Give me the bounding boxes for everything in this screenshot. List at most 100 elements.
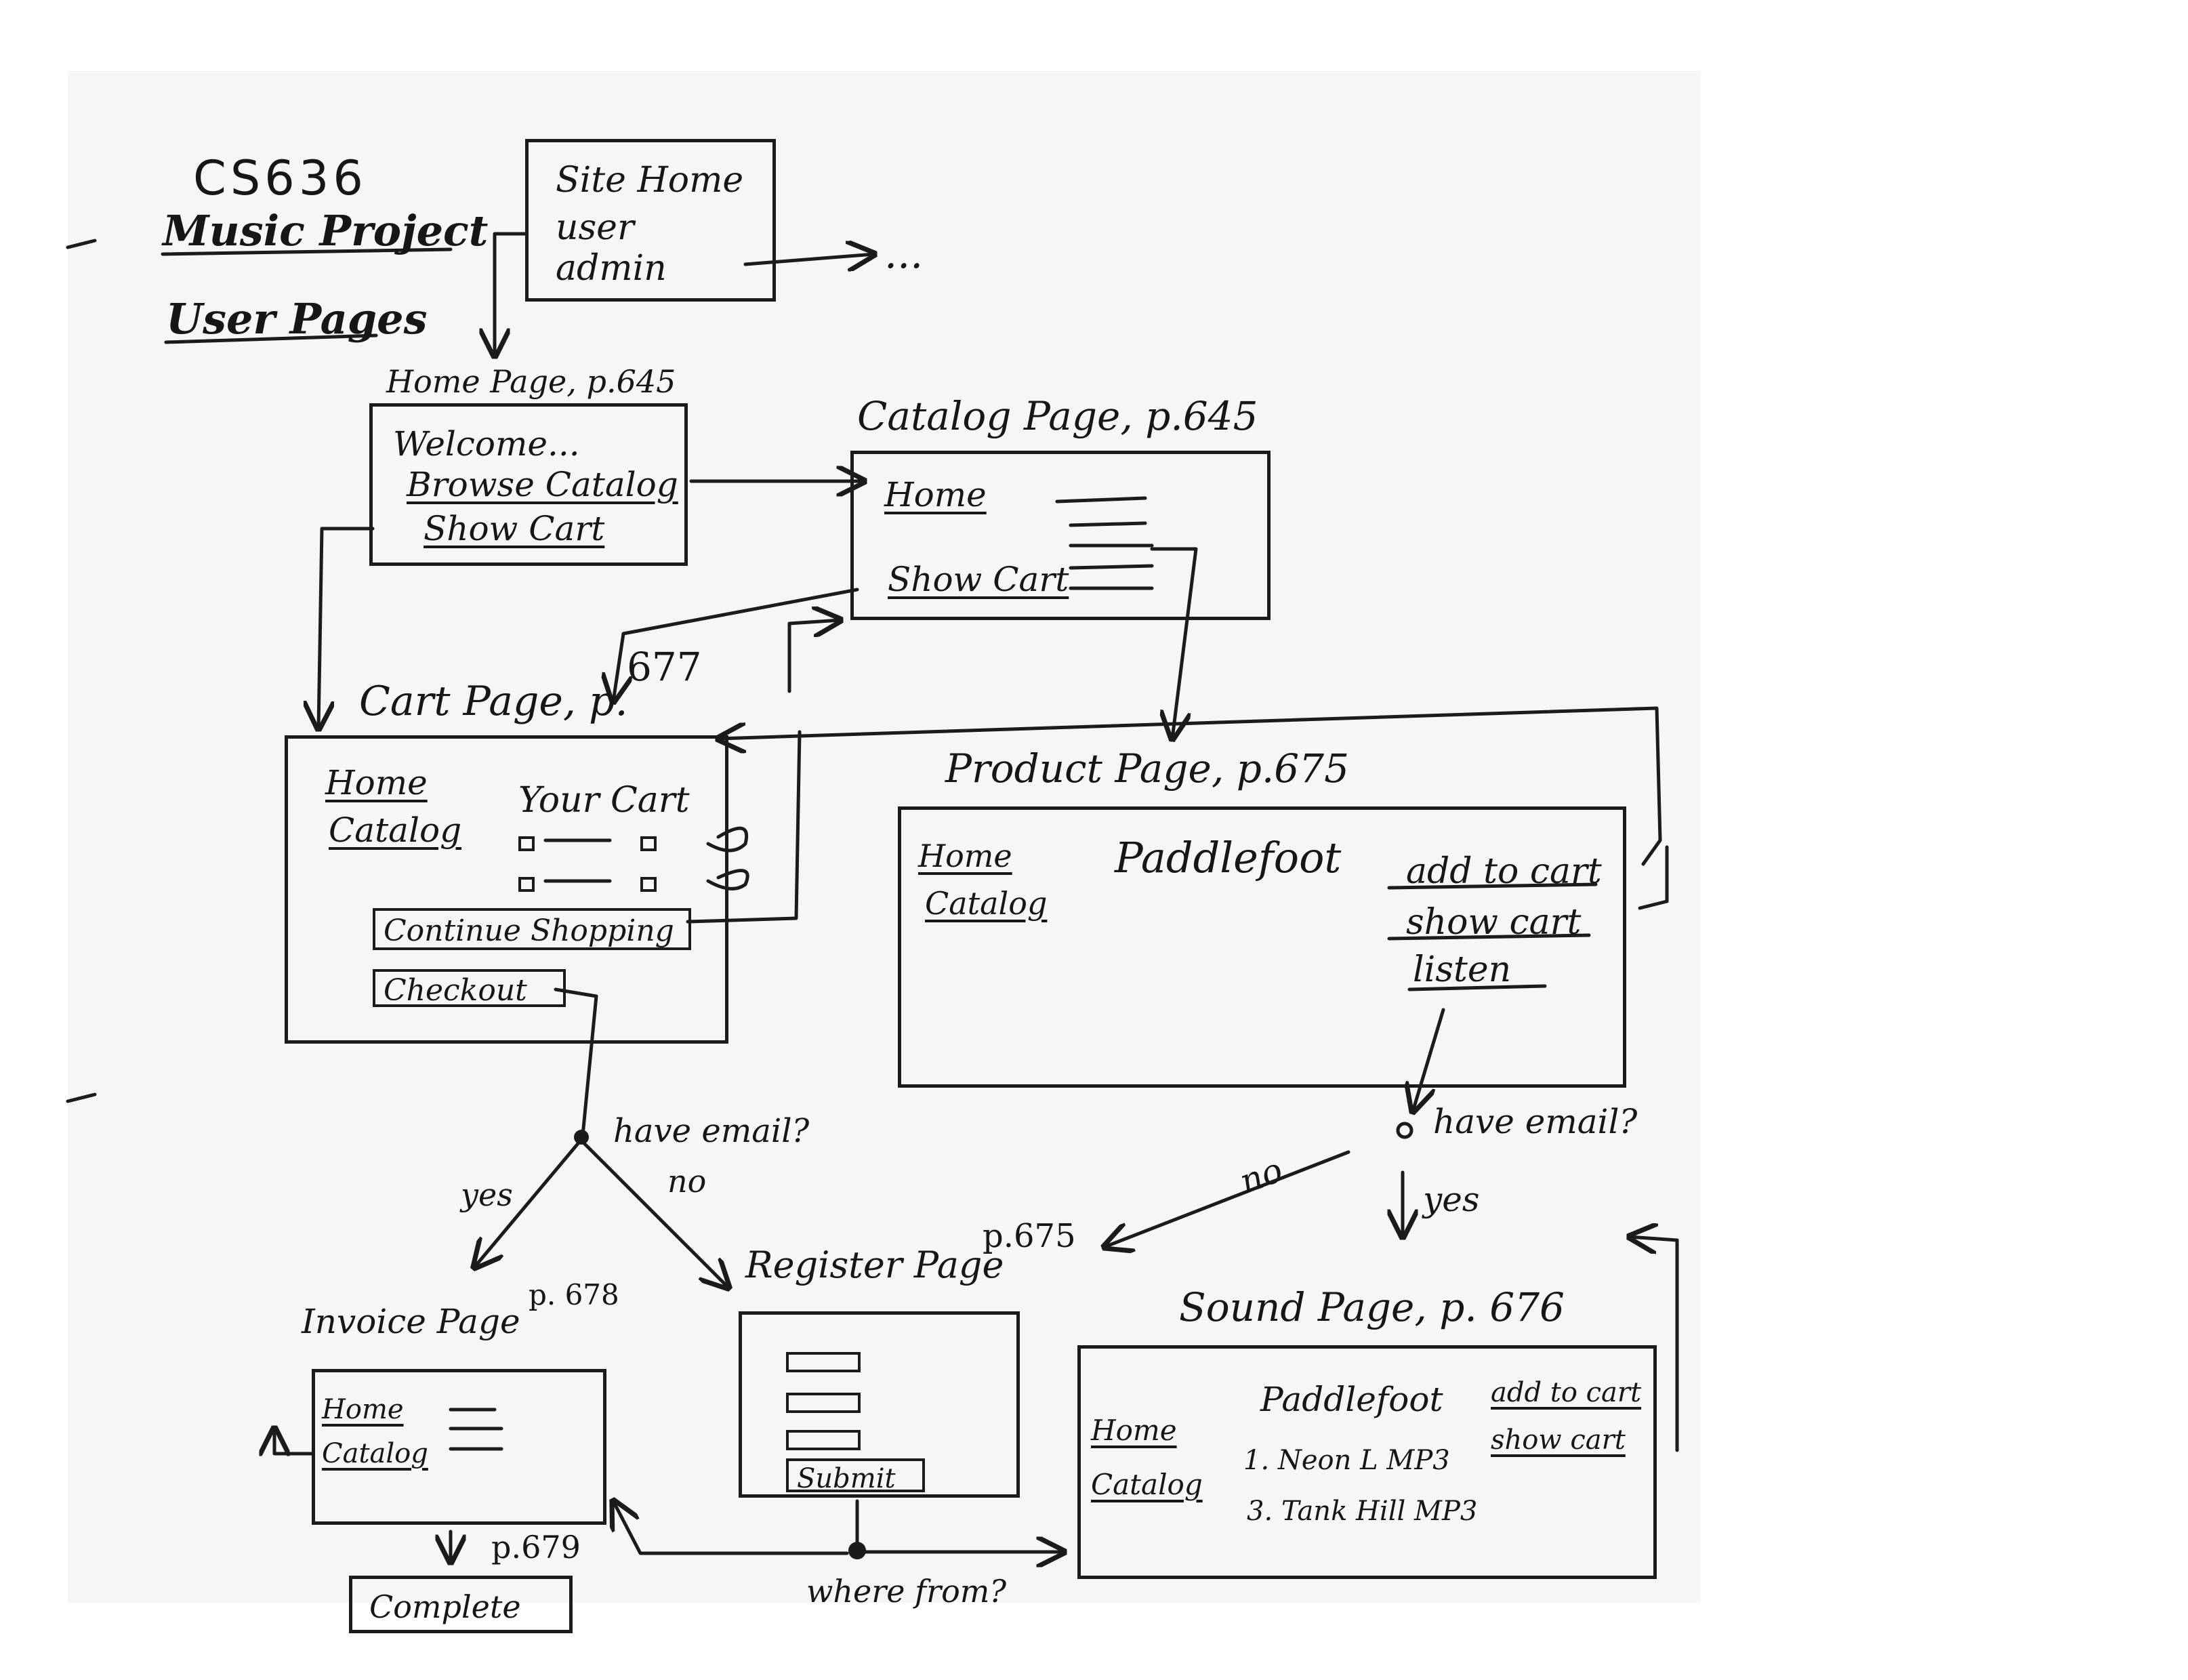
arrow-menu-to-home [495, 232, 527, 356]
cart-item-loop-1 [706, 826, 748, 853]
line-product-show-cart [1638, 845, 1669, 910]
register-page-ref: p.675 [983, 1217, 1076, 1255]
arrow-decision-yes [474, 1140, 581, 1267]
section-title: User Pages [166, 294, 428, 344]
cart-page-box: Home Catalog Your Cart Continue Shopping… [285, 735, 728, 1044]
catalog-home-link[interactable]: Home [884, 475, 987, 514]
catalog-page-box: Home Show Cart [850, 451, 1271, 620]
arrow-decision-no [581, 1140, 728, 1288]
site-menu-box: Site Home user admin [525, 139, 776, 302]
sound-add-to-cart-link[interactable]: add to cart [1491, 1377, 1642, 1408]
arrow-listen-decision-no [1105, 1150, 1350, 1247]
decision-dot-checkout [574, 1130, 589, 1145]
cart-catalog-link[interactable]: Catalog [329, 811, 462, 850]
home-show-cart-link[interactable]: Show Cart [424, 509, 605, 548]
sound-show-cart-link[interactable]: show cart [1491, 1425, 1626, 1456]
catalog-line-2 [1069, 521, 1147, 527]
arrow-invoice-home [274, 1429, 314, 1454]
product-listen-link[interactable]: listen [1413, 949, 1512, 990]
product-home-link[interactable]: Home [918, 838, 1012, 874]
arrow-listen-to-decision [1413, 1008, 1445, 1111]
cart-page-title: Cart Page, p. [359, 678, 628, 725]
sound-home-link[interactable]: Home [1091, 1414, 1177, 1447]
underline-project [161, 247, 453, 256]
arrow-product-to-cart [718, 706, 1662, 866]
product-catalog-link[interactable]: Catalog [925, 885, 1048, 922]
sound-page-box: Home Catalog Paddlefoot 1. Neon L MP3 3.… [1077, 1345, 1657, 1579]
cart-page-ref: 677 [627, 644, 702, 690]
product-add-to-cart-link[interactable]: add to cart [1406, 851, 1602, 892]
cart-item-checkbox-2[interactable] [518, 877, 535, 892]
register-field-3[interactable] [786, 1430, 861, 1450]
decision-dot-register [848, 1542, 866, 1559]
catalog-line-1 [1055, 496, 1147, 504]
cart-home-link[interactable]: Home [325, 763, 428, 802]
arrow-catalog-to-cart [613, 588, 859, 701]
listen-decision-yes: yes [1423, 1180, 1480, 1219]
register-field-2[interactable] [786, 1393, 861, 1413]
complete-page-box: Complete [349, 1576, 573, 1633]
register-field-1[interactable] [786, 1352, 861, 1372]
complete-page-ref: p.679 [491, 1529, 581, 1565]
continue-shopping-label: Continue Shopping [384, 914, 674, 948]
cart-item-qty-1[interactable] [640, 836, 657, 851]
menu-item-site-home[interactable]: Site Home [556, 160, 744, 201]
sound-product-name: Paddlefoot [1260, 1380, 1443, 1419]
product-page-title: Product Page, p.675 [945, 745, 1349, 792]
arrow-catalog-to-product [1150, 547, 1198, 739]
catalog-page-title: Catalog Page, p.645 [857, 393, 1258, 439]
product-show-cart-link[interactable]: show cart [1406, 902, 1582, 943]
arrow-checkout-to-decision [554, 987, 598, 1137]
checkout-decision-no: no [667, 1163, 707, 1200]
underline-product-show [1387, 933, 1591, 941]
margin-tick-2 [66, 1092, 97, 1103]
underline-product-add [1387, 882, 1598, 890]
arrow-home-to-cart [318, 527, 375, 729]
cart-your-cart-heading: Your Cart [518, 780, 690, 821]
checkout-label: Checkout [384, 973, 527, 1008]
invoice-home-link[interactable]: Home [322, 1394, 404, 1425]
sound-page-title: Sound Page, p. 676 [1179, 1284, 1565, 1330]
catalog-line-4 [1069, 564, 1154, 570]
margin-tick-1 [66, 239, 97, 249]
checkout-decision-question: have email? [613, 1112, 810, 1150]
catalog-show-cart-link[interactable]: Show Cart [888, 560, 1069, 599]
menu-item-admin[interactable]: admin [556, 248, 667, 289]
home-browse-catalog-link[interactable]: Browse Catalog [407, 465, 678, 504]
sound-track-3[interactable]: 3. Tank Hill MP3 [1247, 1496, 1478, 1527]
arrow-cart-to-catalog [787, 620, 840, 693]
menu-item-user[interactable]: user [556, 207, 634, 248]
sound-track-1[interactable]: 1. Neon L MP3 [1243, 1445, 1450, 1476]
arrow-wherefrom-to-invoice [613, 1501, 849, 1555]
course-title: CS636 [193, 150, 367, 206]
continue-shopping-button[interactable]: Continue Shopping [373, 908, 691, 950]
product-name: Paddlefoot [1115, 833, 1342, 882]
register-where-from-text: where from? [806, 1573, 1007, 1610]
product-page-box: Home Catalog Paddlefoot add to cart show… [898, 806, 1626, 1088]
project-title: Music Project [163, 206, 489, 255]
arrow-menu-to-more [743, 254, 874, 264]
arrow-sound-return [1630, 1237, 1679, 1452]
home-page-box: Welcome... Browse Catalog Show Cart [369, 403, 688, 566]
cart-item-checkbox-1[interactable] [518, 836, 535, 851]
cart-item-loop-2 [706, 869, 749, 890]
home-page-title: Home Page, p.645 [386, 363, 676, 400]
checkout-button[interactable]: Checkout [373, 969, 566, 1007]
register-page-box: Submit [739, 1311, 1020, 1498]
underline-section [164, 333, 378, 344]
line-continue-loop [686, 730, 802, 924]
cart-item-qty-2[interactable] [640, 877, 657, 892]
invoice-page-ref: p. 678 [529, 1278, 619, 1311]
sound-catalog-link[interactable]: Catalog [1091, 1468, 1203, 1501]
decision-dots [574, 1122, 1413, 1559]
underline-product-listen [1407, 984, 1547, 991]
complete-label: Complete [369, 1589, 521, 1625]
invoice-page-title: Invoice Page [302, 1302, 520, 1341]
decision-dot-listen [1396, 1122, 1413, 1139]
register-submit-button[interactable]: Submit [786, 1458, 925, 1492]
listen-decision-question: have email? [1433, 1102, 1638, 1141]
invoice-catalog-link[interactable]: Catalog [322, 1438, 428, 1469]
invoice-page-box: Home Catalog [312, 1369, 606, 1525]
